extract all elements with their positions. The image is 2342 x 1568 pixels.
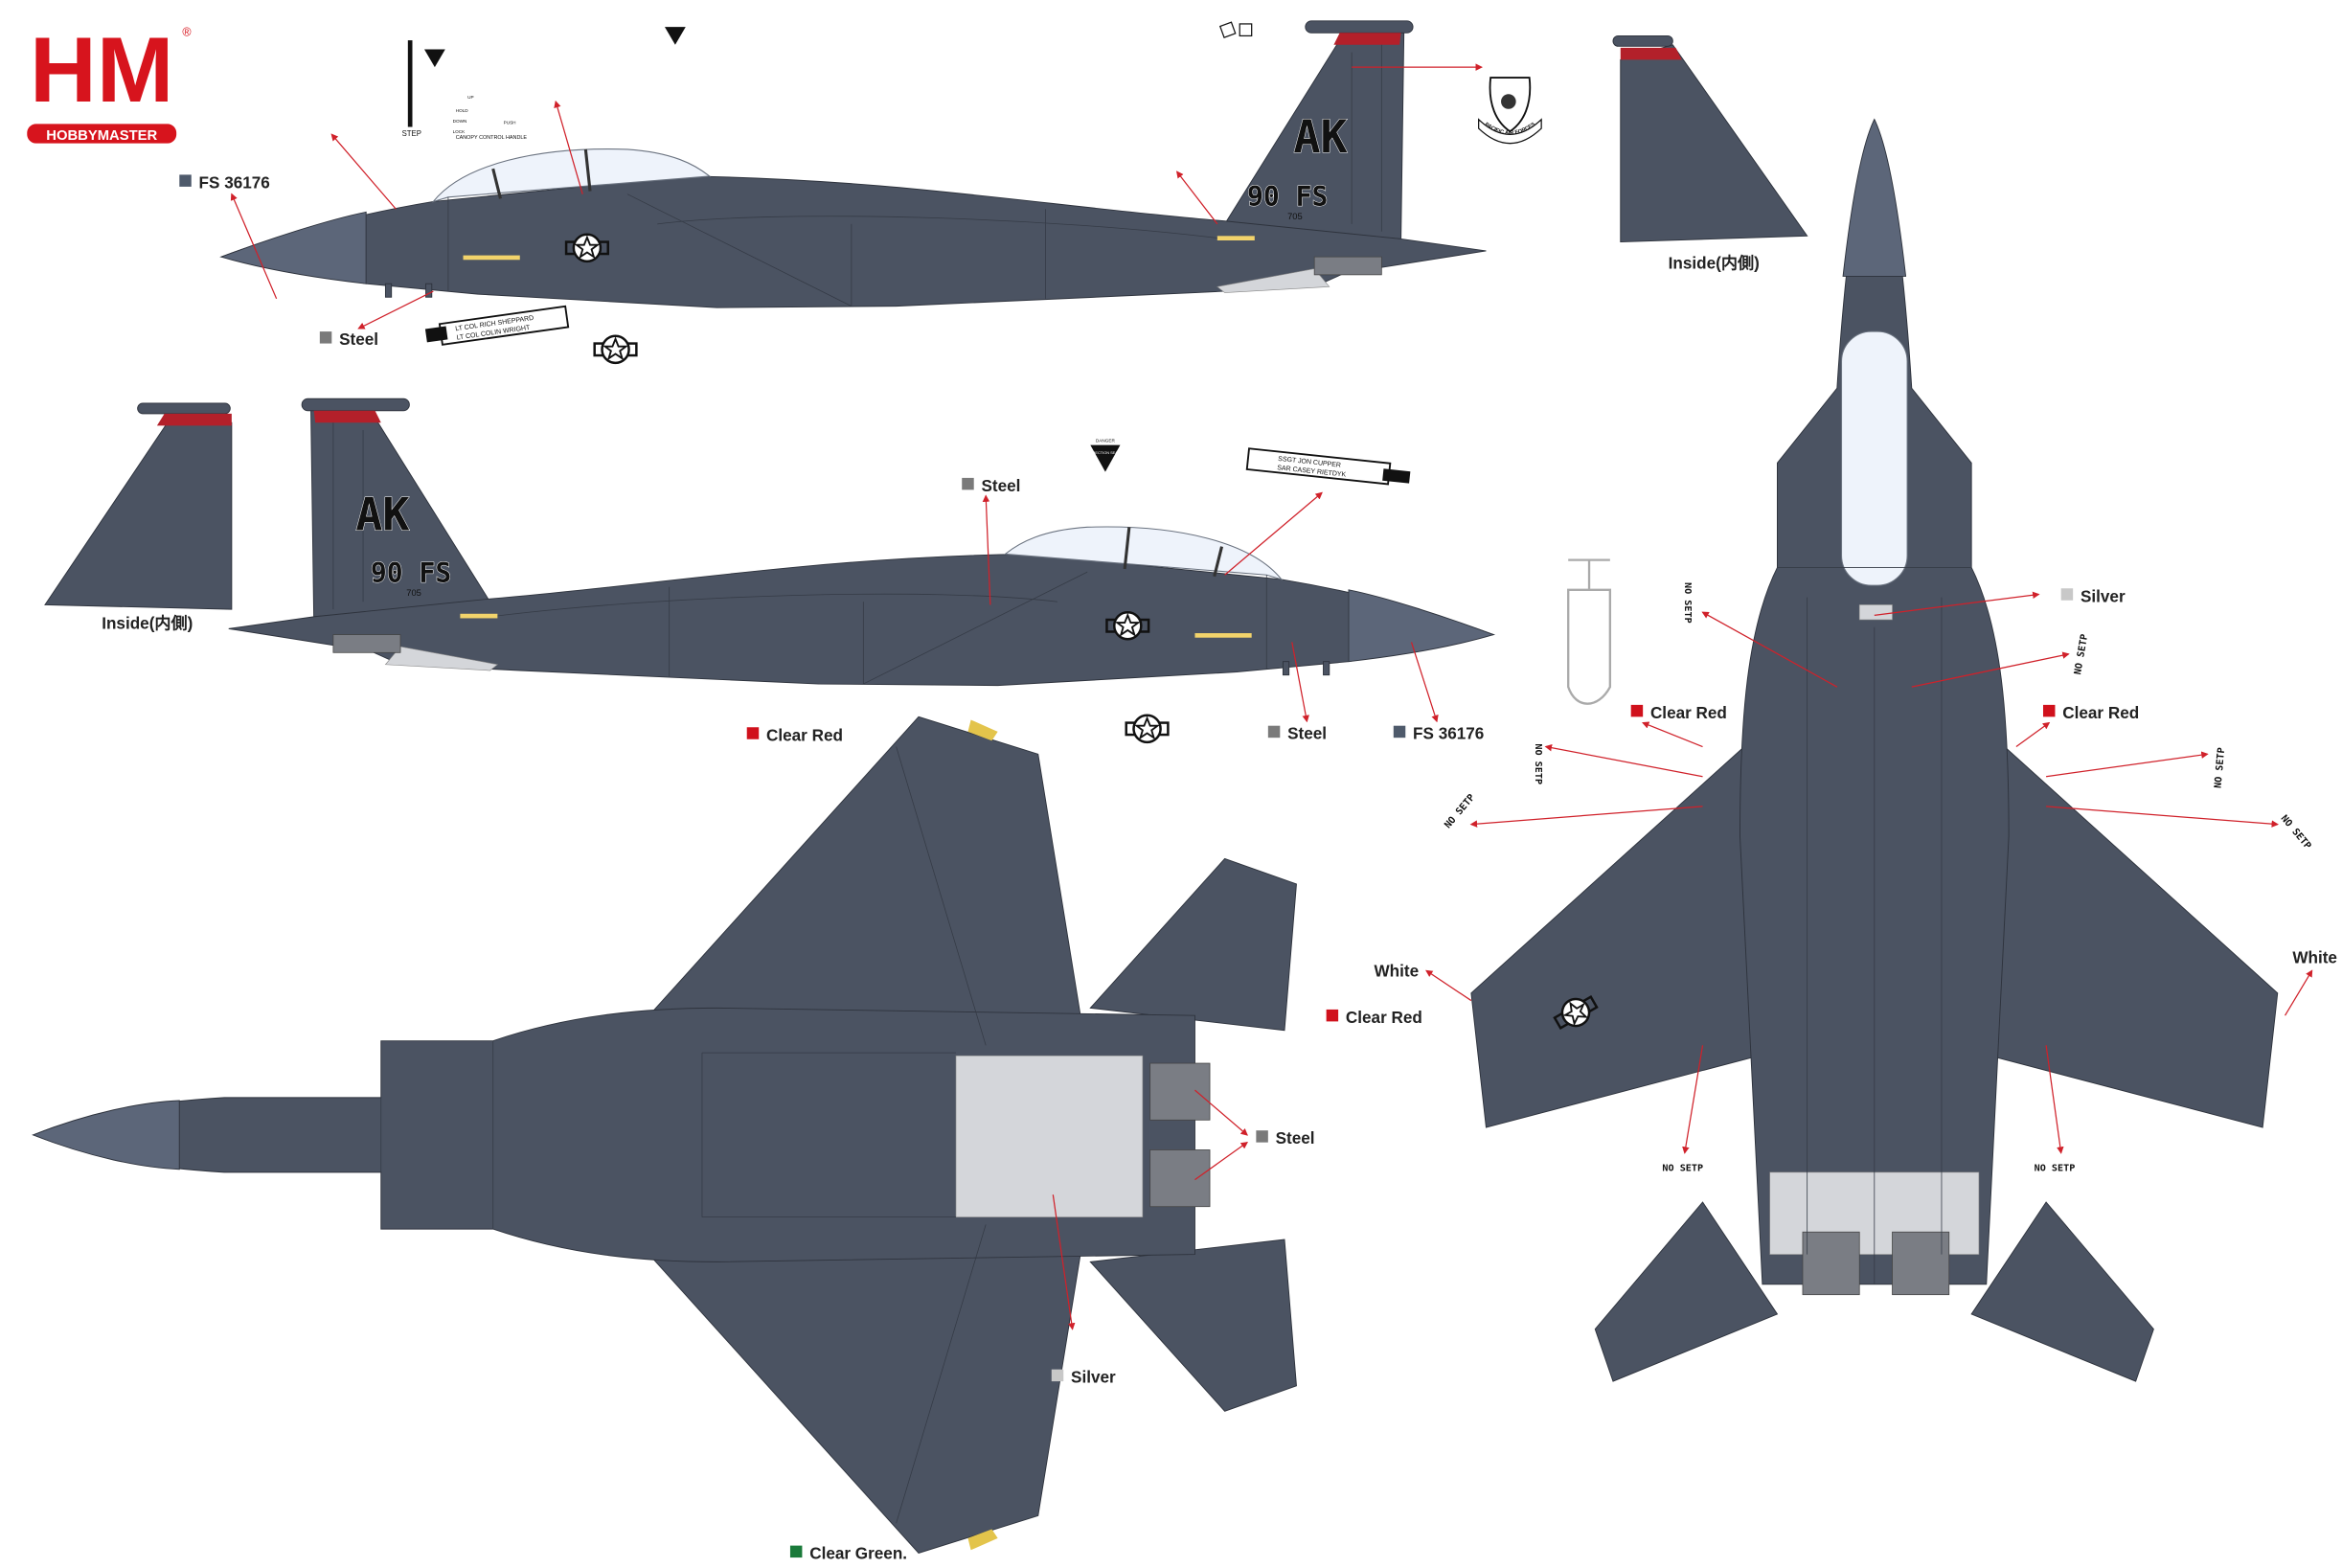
svg-text:DANGER: DANGER bbox=[1096, 438, 1116, 443]
svg-text:NO SETP: NO SETP bbox=[2073, 633, 2090, 675]
step-decal: STEP bbox=[402, 40, 421, 138]
label-silver-1: Silver bbox=[1051, 1368, 1116, 1387]
label-fs36176-bottom: FS 36176 bbox=[1393, 724, 1484, 743]
inside-fin-right: Inside(内側) bbox=[1612, 34, 1808, 273]
callout-arrows bbox=[230, 63, 2313, 1330]
svg-text:Clear Green.: Clear Green. bbox=[809, 1544, 907, 1563]
svg-text:Silver: Silver bbox=[1071, 1368, 1116, 1387]
label-fs36176-top: FS 36176 bbox=[179, 172, 270, 192]
squadron-code: 90 FS bbox=[1247, 181, 1328, 213]
svg-text:®: ® bbox=[182, 25, 191, 38]
squadron-code: 90 FS bbox=[371, 557, 451, 589]
label-steel-4: Steel bbox=[1256, 1128, 1315, 1148]
svg-text:Steel: Steel bbox=[339, 330, 378, 349]
svg-text:Silver: Silver bbox=[2081, 586, 2126, 605]
label-steel-2: Steel bbox=[962, 476, 1020, 495]
label-clear-green: Clear Green. bbox=[789, 1544, 907, 1563]
underside-view bbox=[32, 716, 1297, 1554]
label-silver-2: Silver bbox=[2060, 586, 2126, 605]
svg-text:Inside(内側): Inside(内側) bbox=[1669, 254, 1760, 273]
svg-text:UP: UP bbox=[467, 95, 473, 100]
svg-text:HOLD: HOLD bbox=[456, 108, 469, 113]
tail-code: AK bbox=[1293, 112, 1347, 164]
side-profile-right: AK 90 FS 705 bbox=[229, 398, 1494, 685]
svg-text:NO SETP: NO SETP bbox=[2279, 813, 2313, 852]
label-steel-1: Steel bbox=[319, 330, 378, 349]
top-view bbox=[1470, 118, 2279, 1382]
svg-text:Steel: Steel bbox=[1287, 724, 1327, 743]
label-white-2: White bbox=[2273, 948, 2337, 967]
svg-text:CANOPY CONTROL HANDLE: CANOPY CONTROL HANDLE bbox=[456, 135, 528, 141]
svg-text:Clear Red: Clear Red bbox=[1346, 1008, 1422, 1027]
nameplate-left: LT COL RICH SHEPPARD LT COL COLIN WRIGHT bbox=[424, 305, 570, 346]
svg-text:NO SETP: NO SETP bbox=[2035, 1163, 2076, 1173]
svg-text:Steel: Steel bbox=[982, 476, 1021, 495]
label-clear-red-2: Clear Red bbox=[1630, 703, 1727, 722]
serial: 705 bbox=[1287, 212, 1303, 221]
side-profile-left: AK 90 FS 705 bbox=[221, 21, 1487, 307]
svg-text:FS 36176: FS 36176 bbox=[1413, 724, 1484, 743]
svg-text:STEP: STEP bbox=[402, 129, 421, 138]
svg-text:White: White bbox=[2292, 948, 2337, 967]
dice-decal bbox=[1218, 21, 1253, 38]
svg-text:Steel: Steel bbox=[1276, 1128, 1315, 1148]
svg-text:HOBBYMASTER: HOBBYMASTER bbox=[46, 128, 157, 144]
label-clear-red-1: Clear Red bbox=[746, 725, 843, 744]
svg-text:Clear Red: Clear Red bbox=[1650, 703, 1727, 722]
serial: 705 bbox=[406, 588, 421, 598]
label-clear-red-3: Clear Red bbox=[2042, 703, 2139, 722]
hobbymaster-logo: HM HOBBYMASTER ® bbox=[27, 18, 192, 144]
svg-text:LOCK: LOCK bbox=[453, 129, 466, 134]
pylon-outline bbox=[1567, 558, 1612, 705]
canopy-handle-decal: CANOPY CONTROL HANDLE UP HOLD DOWN LOCK … bbox=[453, 95, 528, 141]
label-steel-3: Steel bbox=[1267, 724, 1327, 743]
nameplate-right: SSGT JON CUPPER SAR CASEY RIETDYK bbox=[1245, 447, 1411, 486]
inside-fin-left: Inside(内側) bbox=[44, 402, 233, 632]
svg-text:NO SETP: NO SETP bbox=[2214, 747, 2228, 788]
svg-text:NO SETP: NO SETP bbox=[1443, 792, 1477, 830]
svg-text:White: White bbox=[1375, 962, 1420, 981]
danger-triangle-decal: DANGER EJECTION SEAT bbox=[423, 27, 1121, 472]
roundel-decal bbox=[593, 334, 638, 365]
svg-text:NO SETP: NO SETP bbox=[1662, 1163, 1703, 1173]
svg-text:PUSH: PUSH bbox=[504, 120, 516, 125]
svg-text:Inside(内側): Inside(内側) bbox=[102, 613, 193, 632]
pacaf-badge: PACIFIC AIR FORCES bbox=[1478, 77, 1542, 145]
label-clear-red-4: Clear Red bbox=[1326, 1008, 1422, 1027]
svg-text:DOWN: DOWN bbox=[453, 119, 467, 124]
svg-text:EJECTION SEAT: EJECTION SEAT bbox=[1091, 450, 1121, 455]
roundel-decal bbox=[1125, 714, 1170, 744]
svg-text:HM: HM bbox=[30, 18, 173, 122]
svg-text:NO SETP: NO SETP bbox=[1533, 743, 1543, 784]
svg-text:FS 36176: FS 36176 bbox=[199, 172, 270, 192]
label-white-1: White bbox=[1354, 962, 1419, 981]
svg-text:NO SETP: NO SETP bbox=[1682, 582, 1693, 624]
svg-text:Clear Red: Clear Red bbox=[2062, 703, 2139, 722]
tail-code: AK bbox=[355, 489, 409, 541]
svg-text:Clear Red: Clear Red bbox=[766, 725, 843, 744]
